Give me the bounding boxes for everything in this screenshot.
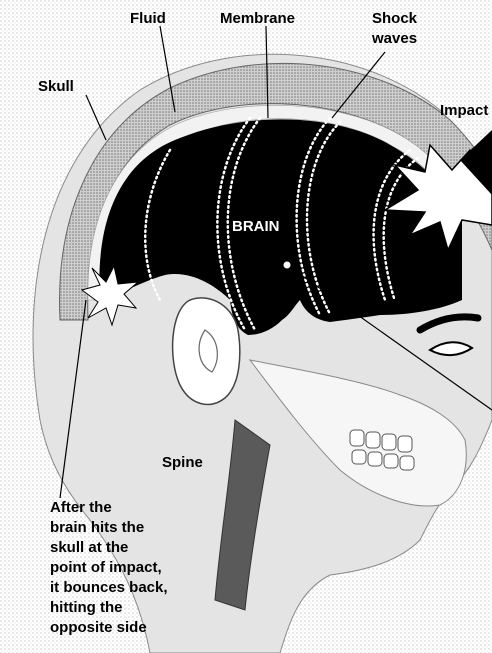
caption-line: After the [50,498,250,518]
label-shock-waves-2: waves [372,30,417,48]
label-fluid: Fluid [130,10,166,28]
ear [173,298,240,405]
caption-line: point of impact, [50,558,250,578]
label-membrane: Membrane [220,10,295,28]
caption-line: brain hits the [50,518,250,538]
label-brain: BRAIN [232,218,280,236]
label-shock-waves-1: Shock [372,10,417,28]
brain-leader-dot [283,261,291,269]
rebound-caption: After the brain hits the skull at the po… [50,498,250,638]
caption-line: it bounces back, [50,578,250,598]
caption-line: opposite side [50,618,250,638]
label-spine: Spine [162,454,203,472]
caption-line: hitting the [50,598,250,618]
label-skull: Skull [38,78,74,96]
label-impact: Impact [440,102,492,120]
caption-line: skull at the [50,538,250,558]
